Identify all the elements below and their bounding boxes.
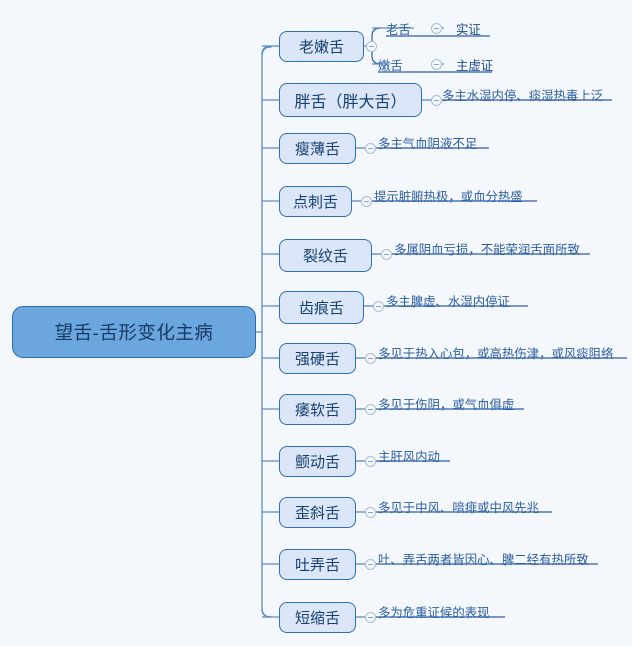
root-node-label: 望舌-舌形变化主病 bbox=[54, 322, 214, 343]
collapse-toggle-8[interactable] bbox=[365, 404, 376, 415]
collapse-toggle-2[interactable] bbox=[431, 95, 442, 106]
note-6: 多主脾虚、水湿内停证 bbox=[386, 295, 510, 309]
branch-node-10-label: 歪斜舌 bbox=[294, 505, 340, 522]
root-node[interactable]: 望舌-舌形变化主病 bbox=[12, 306, 256, 358]
note-9: 主肝风内动 bbox=[378, 450, 440, 464]
note-2: 多主水湿内停、痰湿热毒上泛 bbox=[442, 89, 604, 103]
collapse-toggle-1-1[interactable] bbox=[431, 23, 442, 34]
branch-node-4[interactable]: 点刺舌 bbox=[279, 186, 352, 217]
collapse-toggle-1-2[interactable] bbox=[431, 59, 442, 70]
branch-node-8-label: 痿软舌 bbox=[294, 402, 340, 419]
branch-node-1[interactable]: 老嫩舌 bbox=[279, 31, 364, 62]
branch-node-6-label: 齿痕舌 bbox=[298, 300, 344, 317]
note-10: 多见于中风、喑痱或中风先兆 bbox=[378, 501, 540, 515]
collapse-toggle-9[interactable] bbox=[365, 456, 376, 467]
collapse-toggle-10[interactable] bbox=[365, 507, 376, 518]
branch-node-2[interactable]: 胖舌（胖大舌） bbox=[279, 83, 422, 117]
branch-node-2-label: 胖舌（胖大舌） bbox=[294, 94, 407, 111]
collapse-toggle-7[interactable] bbox=[365, 353, 376, 364]
note-8: 多见于伤阴，或气血俱虚 bbox=[378, 398, 515, 412]
leaf-1-2-1: 主虚证 bbox=[456, 59, 494, 73]
subnode-1-2-label: 嫩舌 bbox=[378, 59, 403, 73]
branch-node-9-label: 颤动舌 bbox=[294, 454, 340, 471]
subnode-1-1-label: 老舌 bbox=[386, 23, 411, 37]
branch-node-6[interactable]: 齿痕舌 bbox=[279, 291, 364, 324]
branch-node-12-label: 短缩舌 bbox=[294, 610, 340, 627]
collapse-toggle-4[interactable] bbox=[361, 196, 372, 207]
collapse-toggle-6[interactable] bbox=[373, 301, 384, 312]
collapse-toggle-3[interactable] bbox=[365, 143, 376, 154]
branch-node-11-label: 吐弄舌 bbox=[294, 557, 340, 574]
collapse-toggle-5[interactable] bbox=[381, 249, 392, 260]
branch-node-12[interactable]: 短缩舌 bbox=[279, 602, 356, 633]
branch-node-3[interactable]: 瘦薄舌 bbox=[279, 133, 356, 164]
leaf-1-1-1: 实证 bbox=[456, 23, 481, 37]
collapse-toggle-12[interactable] bbox=[365, 612, 376, 623]
note-4: 提示脏腑热极，或血分热盛 bbox=[374, 190, 523, 204]
branch-node-9[interactable]: 颤动舌 bbox=[279, 446, 356, 477]
branch-node-10[interactable]: 歪斜舌 bbox=[279, 497, 356, 528]
note-11: 吐、弄舌两者皆因心、脾二经有热所致 bbox=[378, 553, 589, 567]
branch-node-5[interactable]: 裂纹舌 bbox=[279, 239, 372, 272]
branch-node-4-label: 点刺舌 bbox=[292, 194, 338, 211]
branch-node-8[interactable]: 痿软舌 bbox=[279, 394, 356, 425]
branch-node-7[interactable]: 强硬舌 bbox=[279, 343, 356, 374]
branch-node-5-label: 裂纹舌 bbox=[302, 248, 348, 265]
branch-node-7-label: 强硬舌 bbox=[294, 351, 340, 368]
collapse-toggle-1[interactable] bbox=[366, 41, 377, 52]
collapse-toggle-11[interactable] bbox=[365, 559, 376, 570]
branch-node-3-label: 瘦薄舌 bbox=[294, 141, 340, 158]
note-5: 多属阴血亏损，不能荣润舌面所致 bbox=[394, 243, 580, 257]
branch-node-1-label: 老嫩舌 bbox=[298, 39, 344, 56]
branch-node-11[interactable]: 吐弄舌 bbox=[279, 549, 356, 580]
note-3: 多主气血阴液不足 bbox=[378, 137, 478, 151]
note-7: 多见于热入心包，或高热伤津，或风痰阻络 bbox=[378, 347, 614, 361]
note-12: 多为危重证候的表现 bbox=[378, 606, 490, 620]
